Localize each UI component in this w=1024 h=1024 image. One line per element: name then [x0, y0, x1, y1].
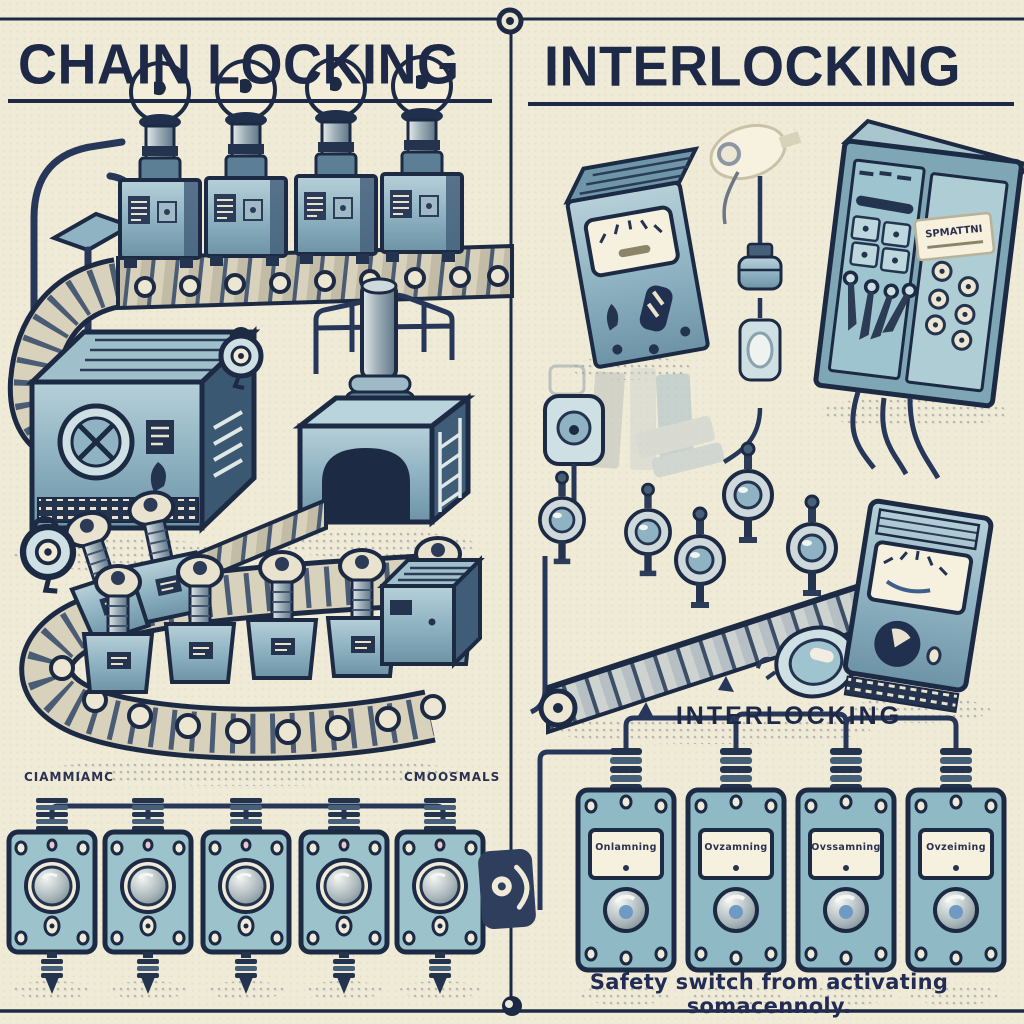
- gauge-display: [583, 205, 680, 278]
- frame-rules: [0, 7, 1024, 1016]
- meter-switch-4: [908, 748, 1004, 970]
- push-button-switch-1: [9, 798, 95, 994]
- meter-bus-wires: [537, 711, 959, 910]
- divider-clip-icon: [478, 849, 536, 929]
- push-button-switch-4: [301, 798, 387, 994]
- chain-links-loop: [49, 655, 446, 745]
- right-title-underline: [528, 102, 1014, 106]
- toggle-switch-icon: [639, 285, 673, 332]
- cable-connector-2: [738, 318, 782, 382]
- right-panel-artwork: SPMATTNI: [478, 118, 1024, 1005]
- cabinet-cables: [850, 391, 941, 480]
- left-row-label-right: CMOOSMALS: [404, 770, 501, 784]
- meter-switch-3: [798, 748, 894, 970]
- conveyor-loop: [19, 553, 446, 761]
- chain-links-upper: [134, 265, 509, 298]
- plug-and-connectors: [709, 123, 802, 464]
- cabinet-handle: [856, 195, 914, 214]
- knob-box-display: [866, 540, 974, 615]
- bottom-caption: Safety switch from activating somacennol…: [589, 970, 949, 1018]
- left-row-label-left: CIAMMIAMC: [24, 770, 114, 784]
- gauge-control-box: [563, 146, 710, 369]
- press-machine: [292, 277, 476, 528]
- ghost-panels: [588, 368, 725, 478]
- dial-lock-3: [674, 506, 726, 610]
- control-cabinet: SPMATTNI: [813, 118, 1024, 409]
- cabinet-label-plate: SPMATTNI: [913, 211, 996, 262]
- meter-switch-4-display-text: Ovzeiming: [926, 842, 986, 853]
- left-panel-title: CHAIN LOCKING: [18, 33, 460, 97]
- cable-connector-1: [737, 242, 783, 291]
- knob-control-box: [842, 498, 994, 713]
- push-button-switch-3: [203, 798, 289, 994]
- push-button-switch-5: [397, 798, 483, 994]
- dial-lock-1: [538, 470, 586, 566]
- meter-switch-2-display-text: Ovzamning: [704, 842, 768, 853]
- flat-dial-device: [755, 625, 858, 699]
- small-box-machine: [377, 555, 485, 669]
- meter-switch-1-display-text: Onlamning: [595, 842, 657, 853]
- meter-switch-1: [578, 748, 674, 970]
- meter-switch-3-display-text: Ovssamning: [811, 842, 881, 853]
- meter-switch-2: [688, 748, 784, 970]
- key-rack: [842, 270, 918, 340]
- interlocking-section-label: INTERLOCKING: [675, 702, 903, 730]
- dial-lock-5: [786, 494, 838, 598]
- left-title-underline: [8, 99, 492, 103]
- push-button-switch-2: [105, 798, 191, 994]
- dial-lock-2: [624, 482, 672, 578]
- right-panel-title: INTERLOCKING: [544, 35, 961, 99]
- left-panel-artwork: [9, 55, 514, 999]
